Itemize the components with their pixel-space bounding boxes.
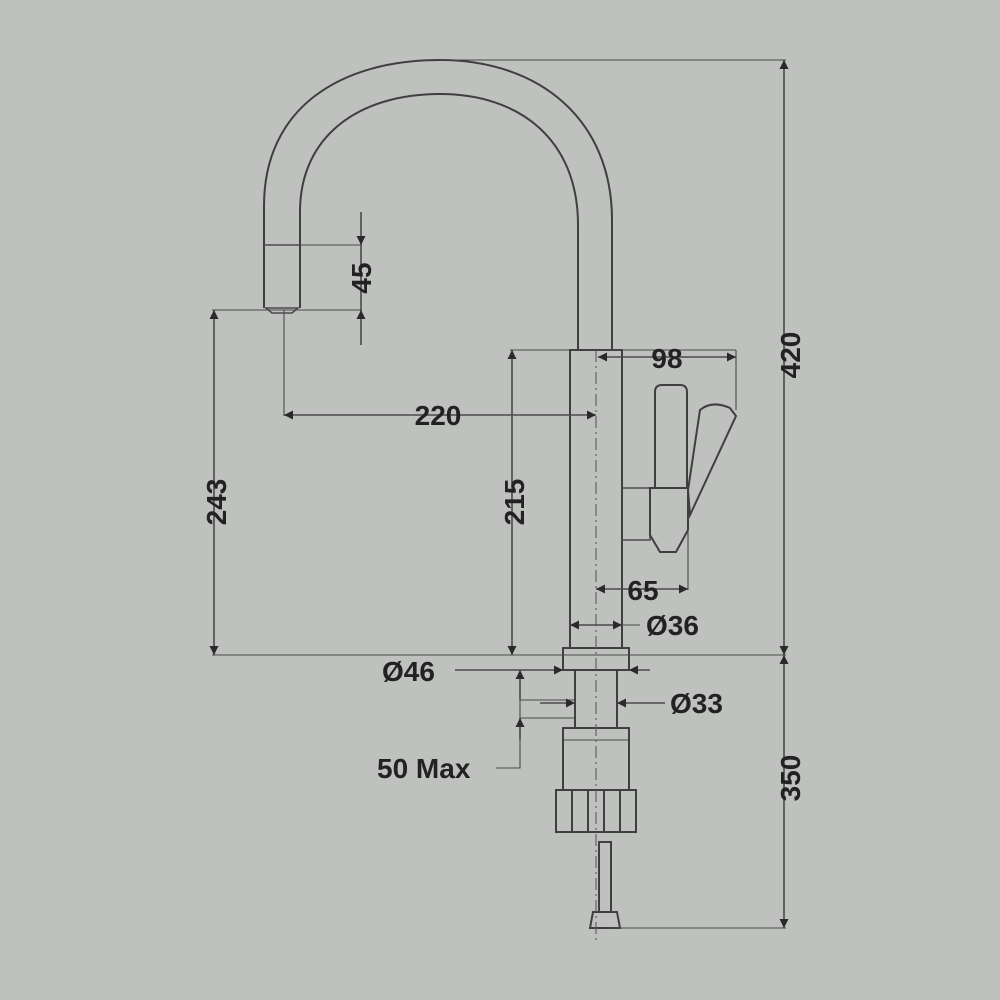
label-d36: Ø36 xyxy=(646,610,699,641)
label-215: 215 xyxy=(499,479,530,526)
label-220: 220 xyxy=(415,400,462,431)
label-420: 420 xyxy=(775,332,806,379)
label-243: 243 xyxy=(201,479,232,526)
label-45: 45 xyxy=(346,262,377,293)
lock-ring xyxy=(555,789,637,833)
handle-cartridge xyxy=(649,487,689,553)
handle-mount xyxy=(622,487,651,541)
label-50max: 50 Max xyxy=(377,753,471,784)
dimension-labels: 420 350 45 243 215 220 98 65 Ø36 Ø46 Ø33… xyxy=(201,262,806,801)
handle-lever xyxy=(654,384,688,489)
aerator xyxy=(263,307,301,314)
handle-blade xyxy=(686,403,738,519)
label-d46: Ø46 xyxy=(382,656,435,687)
label-d33: Ø33 xyxy=(670,688,723,719)
extension-lines xyxy=(212,59,786,929)
label-65: 65 xyxy=(627,575,658,606)
label-350: 350 xyxy=(775,755,806,802)
mounting-nut xyxy=(562,727,630,791)
hose-connector xyxy=(588,911,622,929)
dimension-lines xyxy=(209,60,789,928)
spout-inner xyxy=(299,92,579,350)
supply-hose xyxy=(598,841,612,913)
spout-outer xyxy=(263,58,613,350)
label-98: 98 xyxy=(651,343,682,374)
